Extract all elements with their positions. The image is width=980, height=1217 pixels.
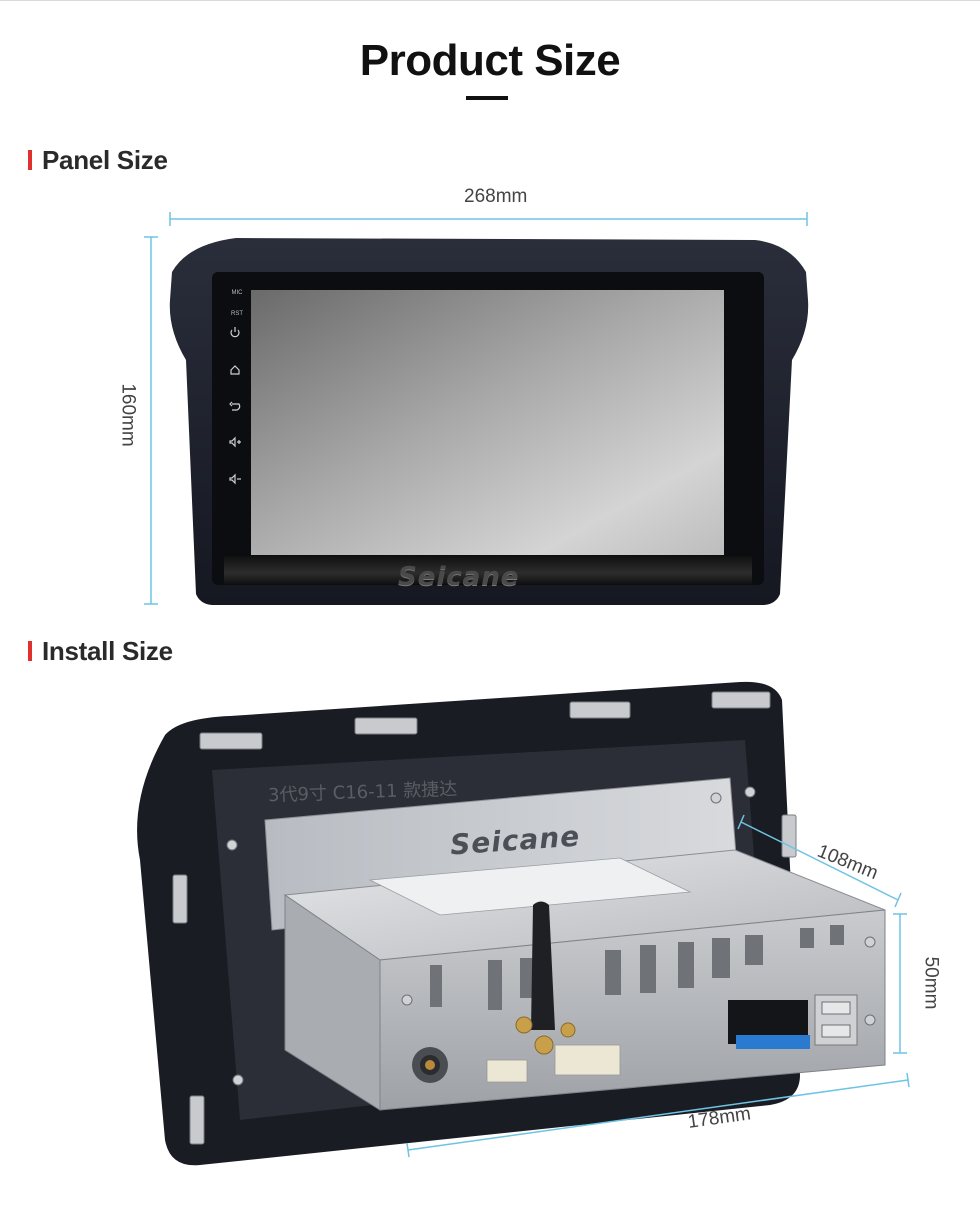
volume-up-icon [229,436,241,448]
page-title: Product Size [359,36,621,85]
top-divider [0,0,980,1]
panel-brand-logo: Seicane [398,562,520,592]
install-height-label: 50mm [920,956,942,1010]
mic-label: MIC [231,290,243,296]
title-underline [466,96,508,100]
heading-accent-bar [28,150,32,170]
install-size-heading: Install Size [28,636,173,666]
panel-width-label: 268mm [464,186,528,207]
heading-accent-bar [28,641,32,661]
install-size-heading-label: Install Size [42,635,173,666]
panel-size-heading: Panel Size [28,145,168,175]
volume-down-icon [229,473,241,485]
back-icon [229,401,241,411]
panel-size-heading-label: Panel Size [42,144,168,175]
power-icon [230,327,240,338]
home-icon [230,365,240,375]
reset-label: RST [231,311,243,317]
